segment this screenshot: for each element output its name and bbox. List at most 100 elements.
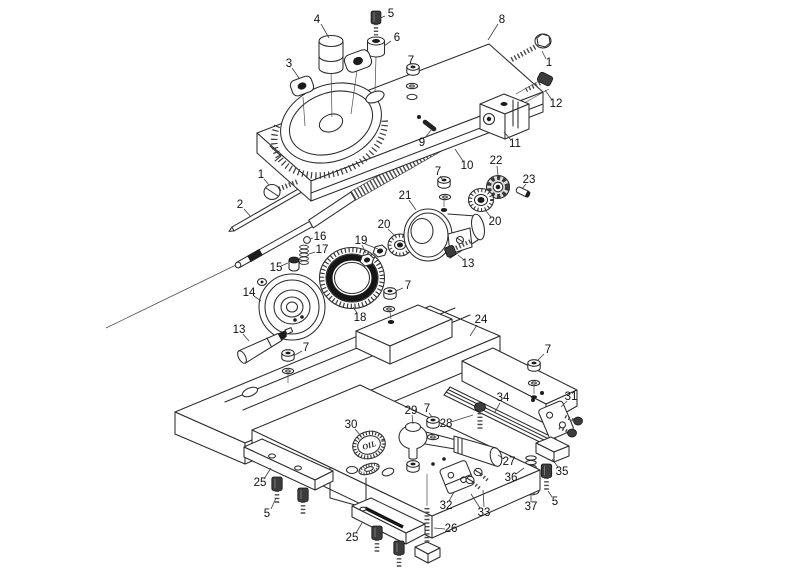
part-callout-24: 24	[475, 314, 488, 326]
callout-leader-9	[424, 129, 432, 139]
part-7-nut-bracket	[437, 176, 452, 207]
part-callout-25: 25	[254, 477, 267, 489]
part-12-set-screw	[525, 71, 554, 92]
part-callout-7: 7	[405, 280, 411, 292]
callout-leader-5	[547, 490, 553, 498]
callout-leader-1	[541, 50, 547, 60]
part-20-knurled-nut-right	[467, 187, 495, 213]
callout-leader-34	[494, 402, 501, 413]
callout-leader-22	[496, 165, 499, 176]
part-callout-29: 29	[405, 405, 418, 417]
part-callout-20: 20	[489, 216, 502, 228]
part-callout-16: 16	[314, 231, 327, 243]
callout-leader-3	[291, 67, 300, 79]
part-callout-25: 25	[346, 532, 359, 544]
part-5-screw-a	[272, 477, 282, 504]
callout-leader-11	[503, 131, 512, 141]
callout-leader-32	[448, 491, 455, 502]
callout-leader-6	[383, 40, 392, 47]
part-callout-2: 2	[237, 199, 243, 211]
callout-leader-14	[253, 295, 262, 302]
part-callout-1: 1	[546, 57, 552, 69]
part-23-pin	[515, 186, 531, 198]
part-callout-36: 36	[505, 472, 518, 484]
part-callout-14: 14	[243, 287, 256, 299]
part-callout-22: 22	[490, 155, 503, 167]
callout-leader-7	[536, 353, 545, 362]
callout-leader-7	[428, 412, 433, 418]
callout-leader-7	[395, 287, 404, 292]
callout-leader-13	[457, 254, 465, 261]
part-14-handwheel	[256, 273, 326, 341]
part-callout-11: 11	[509, 138, 521, 150]
part-callout-21: 21	[399, 190, 412, 202]
part-callout-5: 5	[552, 496, 558, 508]
part-callout-5: 5	[388, 8, 394, 20]
part-27-handle-grip	[453, 435, 503, 467]
part-callout-20: 20	[378, 219, 391, 231]
clamp-screw-a	[372, 526, 382, 553]
callout-leader-13	[242, 333, 250, 342]
part-callout-4: 4	[314, 14, 321, 26]
part-callout-7: 7	[408, 55, 414, 67]
callout-leader-33	[470, 493, 481, 509]
part-7-nut-wedge	[527, 359, 541, 394]
part-15-set-screw	[288, 256, 300, 272]
callout-leader-2	[243, 208, 252, 218]
part-callout-7: 7	[435, 166, 441, 178]
callout-leader-36	[515, 467, 525, 475]
part-13-socket-screw	[444, 239, 472, 258]
callout-leader-29	[411, 414, 414, 425]
part-28-bolt	[474, 402, 486, 429]
part-16-ball	[303, 236, 311, 244]
clamp-screw-b	[394, 541, 404, 568]
callout-leader-24	[469, 324, 478, 337]
part-3-square-nut	[289, 75, 315, 127]
part-25-clamp-left	[243, 438, 334, 491]
part-7-nut-top	[405, 63, 420, 101]
callout-leader-10	[454, 148, 464, 162]
part-9-pin	[417, 115, 437, 132]
part-7-nut-saddle-left	[281, 349, 295, 383]
callout-leader-8	[487, 23, 499, 41]
callout-leader-27	[497, 454, 505, 460]
part-callout-30: 30	[345, 419, 358, 431]
part-1-slotted-screw	[263, 178, 300, 201]
callout-leader-30	[354, 428, 362, 437]
part-5-screw-b	[298, 488, 308, 515]
part-5-cap-screw-right	[541, 464, 551, 491]
part-callout-13: 13	[462, 258, 475, 270]
callout-leader-16	[309, 237, 314, 240]
callout-leader-7	[294, 350, 303, 356]
part-11-nut-block	[479, 77, 550, 140]
oil-cap-label: OIL	[361, 439, 377, 452]
part-17-spring	[299, 244, 309, 265]
part-callout-6: 6	[394, 32, 400, 44]
part-callout-17: 17	[316, 244, 329, 256]
callout-leader-25	[263, 467, 272, 480]
part-22-gear	[485, 174, 511, 200]
callout-leader-21	[408, 199, 417, 211]
callout-leader-12	[544, 89, 553, 101]
part-callout-8: 8	[499, 14, 505, 26]
part-callout-37: 37	[525, 501, 538, 513]
part-callout-7: 7	[424, 403, 430, 415]
part-callout-9: 9	[419, 137, 425, 149]
part-4-knob	[318, 34, 344, 118]
part-callout-18: 18	[354, 312, 367, 324]
part-13-handle-grip	[237, 327, 294, 364]
callout-leader-5	[377, 15, 386, 20]
callout-leader-35	[551, 458, 559, 468]
callout-leader-20	[484, 209, 492, 218]
part-callout-10: 10	[461, 160, 474, 172]
part-callout-34: 34	[497, 392, 510, 404]
callout-leader-25	[355, 522, 363, 534]
graduated-dial	[270, 82, 388, 179]
part-7-nut-saddle-boss	[382, 287, 397, 320]
part-callout-7: 7	[545, 344, 551, 356]
part-callout-19: 19	[355, 235, 368, 247]
part-25-clamp-center	[351, 497, 426, 545]
part-6-bushing	[366, 36, 386, 92]
